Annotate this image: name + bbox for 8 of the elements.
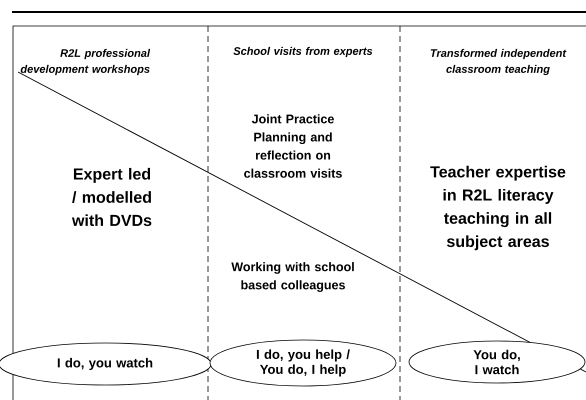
cell-text: Joint Practice Planning and reflection on classroom visits [244,114,342,178]
cell-text: Teacher expertise in R2L literacy teaching in all subject areas [430,166,566,250]
node-label: You do, I watch [474,350,520,374]
cell-text: Expert led / modelled with DVDs [72,168,152,226]
column-heading: R2L professional development workshops [20,48,150,76]
column-heading: Transformed independent classroom teaching [430,48,566,76]
column-heading: School visits from experts [233,46,372,58]
cell-text: Working with school based colleagues [231,262,354,292]
